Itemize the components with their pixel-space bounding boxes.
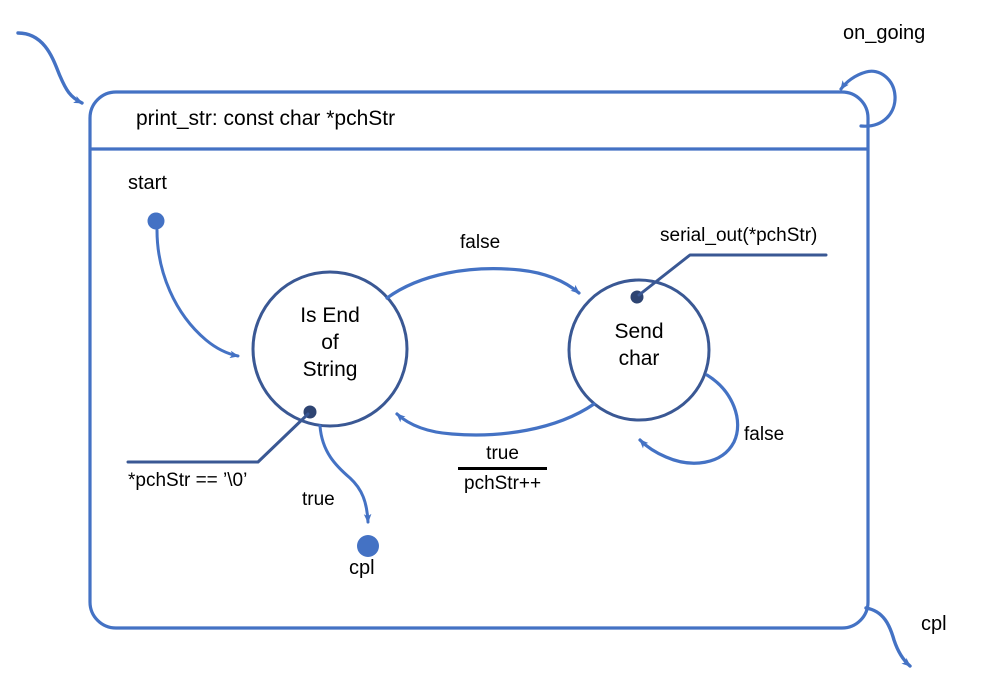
cpl-final-dot: [357, 535, 379, 557]
annotation-leader-serial-out: [637, 253, 828, 297]
state-label-line-1: Send: [614, 320, 664, 343]
start-label: start: [128, 172, 167, 194]
state-send-char[interactable]: [567, 278, 711, 422]
entry-arrow: [16, 31, 84, 105]
state-label-line-3: String: [302, 357, 358, 381]
cpl-exit-arrow: [864, 606, 912, 668]
state-label-line-2: char: [618, 346, 660, 370]
transition-false-to-send-char: [385, 267, 581, 300]
transition-label-true-pchstr: true pchStr++: [458, 443, 548, 495]
cpl-exit-label: cpl: [921, 613, 947, 635]
state-label-line-1: Is End: [300, 304, 360, 327]
transition-guard-true: true: [486, 443, 519, 464]
transition-true-to-cpl: [318, 424, 372, 524]
start-dot: [147, 212, 165, 230]
cpl-final-label: cpl: [349, 557, 375, 579]
state-label-line-2: of: [321, 330, 339, 354]
outer-box-title: print_str: const char *pchStr: [136, 107, 396, 130]
state-label-is-end-of-string: Is End of String: [280, 303, 380, 384]
transition-label-true-to-cpl: true: [302, 489, 335, 510]
annotation-pchstr-null: *pchStr == ’\0’: [128, 470, 248, 491]
transition-label-false-self-loop: false: [744, 424, 785, 445]
start-transition-arrow: [155, 228, 240, 359]
state-label-send-char: Send char: [589, 319, 689, 373]
state-is-end-of-string[interactable]: [251, 270, 409, 428]
on-going-label: on_going: [843, 22, 926, 44]
transition-action-pchstr-increment: pchStr++: [464, 473, 542, 494]
annotation-serial-out: serial_out(*pchStr): [660, 225, 818, 246]
on-going-self-loop: [839, 69, 897, 128]
guard-action-divider: [458, 467, 548, 470]
transition-label-false-top: false: [460, 232, 501, 253]
outer-state-box: [88, 90, 870, 630]
annotation-leader-pchstr-null: [126, 412, 310, 464]
send-char-self-loop-false: [638, 373, 740, 465]
transition-true-pchstr-return: [395, 402, 596, 437]
